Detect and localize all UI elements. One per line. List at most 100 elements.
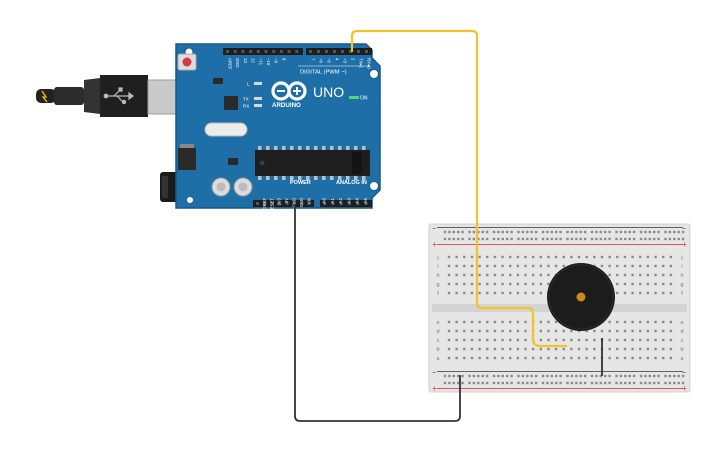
breadboard-hole[interactable] [559,237,562,241]
breadboard-hole[interactable] [501,381,504,385]
breadboard-hole[interactable] [623,264,627,268]
breadboard-hole[interactable] [644,374,647,378]
breadboard-hole[interactable] [677,230,680,234]
ground-wire[interactable] [294,204,461,422]
breadboard-hole[interactable] [547,273,550,277]
breadboard-hole[interactable] [457,381,460,385]
breadboard-hole[interactable] [509,329,512,333]
breadboard-hole[interactable] [631,282,634,286]
breadboard-hole[interactable] [539,273,542,277]
breadboard-hole[interactable] [526,381,529,385]
breadboard-hole[interactable] [583,374,587,378]
breadboard-hole[interactable] [470,291,474,295]
breadboard-hole[interactable] [600,255,604,259]
breadboard-hole[interactable] [493,282,497,286]
breadboard-hole[interactable] [531,356,535,360]
breadboard-hole[interactable] [608,347,611,351]
breadboard-hole[interactable] [485,374,489,378]
breadboard-hole[interactable] [461,374,464,378]
breadboard-hole[interactable] [517,374,520,378]
header-hole[interactable] [256,50,260,53]
breadboard-hole[interactable] [452,230,455,234]
breadboard-hole[interactable] [570,374,574,378]
breadboard-hole[interactable] [608,381,611,385]
breadboard-hole[interactable] [646,347,650,351]
breadboard-hole[interactable] [662,338,665,342]
header-hole[interactable] [249,50,253,53]
breadboard-hole[interactable] [485,230,489,234]
breadboard-hole[interactable] [570,237,574,241]
breadboard-hole[interactable] [486,329,489,333]
breadboard-hole[interactable] [608,237,611,241]
breadboard-hole[interactable] [590,374,594,378]
breadboard-hole[interactable] [631,356,634,360]
breadboard-hole[interactable] [664,374,667,378]
breadboard-hole[interactable] [447,356,451,360]
breadboard-hole[interactable] [631,347,634,351]
breadboard-hole[interactable] [486,320,489,324]
breadboard-hole[interactable] [562,356,565,360]
breadboard-hole[interactable] [648,381,651,385]
breadboard-hole[interactable] [639,320,642,324]
breadboard-hole[interactable] [547,282,550,286]
breadboard-hole[interactable] [501,291,504,295]
breadboard-hole[interactable] [623,338,627,342]
breadboard-hole[interactable] [510,230,513,234]
breadboard-hole[interactable] [639,230,643,234]
breadboard-hole[interactable] [608,374,611,378]
breadboard-hole[interactable] [470,320,474,324]
header-hole[interactable] [323,202,326,205]
header-hole[interactable] [226,50,229,53]
breadboard-hole[interactable] [593,255,596,259]
breadboard-hole[interactable] [501,230,504,234]
breadboard-hole[interactable] [585,255,588,259]
header-hole[interactable] [233,50,237,53]
breadboard-hole[interactable] [546,237,549,241]
breadboard-hole[interactable] [639,347,642,351]
breadboard-hole[interactable] [623,255,627,259]
breadboard-hole[interactable] [593,338,596,342]
breadboard-hole[interactable] [457,230,460,234]
breadboard-hole[interactable] [570,381,574,385]
breadboard-hole[interactable] [509,255,512,259]
breadboard-hole[interactable] [681,381,685,385]
breadboard-hole[interactable] [448,381,451,385]
breadboard-hole[interactable] [472,237,476,241]
header-hole[interactable] [278,202,282,205]
header-hole[interactable] [256,202,259,205]
breadboard-hole[interactable] [501,374,504,378]
breadboard-hole[interactable] [455,320,458,324]
breadboard-hole[interactable] [639,273,642,277]
breadboard-hole[interactable] [623,291,627,295]
breadboard-hole[interactable] [669,282,673,286]
header-hole[interactable] [349,50,352,53]
breadboard-hole[interactable] [662,264,665,268]
breadboard-hole[interactable] [669,356,673,360]
breadboard-hole[interactable] [624,374,627,378]
breadboard-hole[interactable] [585,347,588,351]
breadboard-hole[interactable] [455,329,458,333]
breadboard-hole[interactable] [608,356,611,360]
breadboard-hole[interactable] [657,381,660,385]
breadboard-hole[interactable] [463,264,466,268]
breadboard-hole[interactable] [531,255,535,259]
breadboard-hole[interactable] [575,237,578,241]
breadboard-hole[interactable] [481,237,484,241]
breadboard-hole[interactable] [604,237,607,241]
breadboard-hole[interactable] [524,264,527,268]
breadboard-hole[interactable] [468,381,471,385]
breadboard-hole[interactable] [673,374,676,378]
breadboard-hole[interactable] [463,347,466,351]
breadboard-hole[interactable] [531,291,535,295]
breadboard-hole[interactable] [539,264,542,268]
breadboard-hole[interactable] [517,230,520,234]
breadboard-hole[interactable] [664,381,667,385]
breadboard-hole[interactable] [443,374,447,378]
breadboard-hole[interactable] [524,356,527,360]
breadboard-hole[interactable] [583,230,587,234]
breadboard-hole[interactable] [639,329,642,333]
breadboard-hole[interactable] [639,264,642,268]
breadboard-hole[interactable] [516,282,520,286]
breadboard-hole[interactable] [575,381,578,385]
breadboard-hole[interactable] [472,230,476,234]
